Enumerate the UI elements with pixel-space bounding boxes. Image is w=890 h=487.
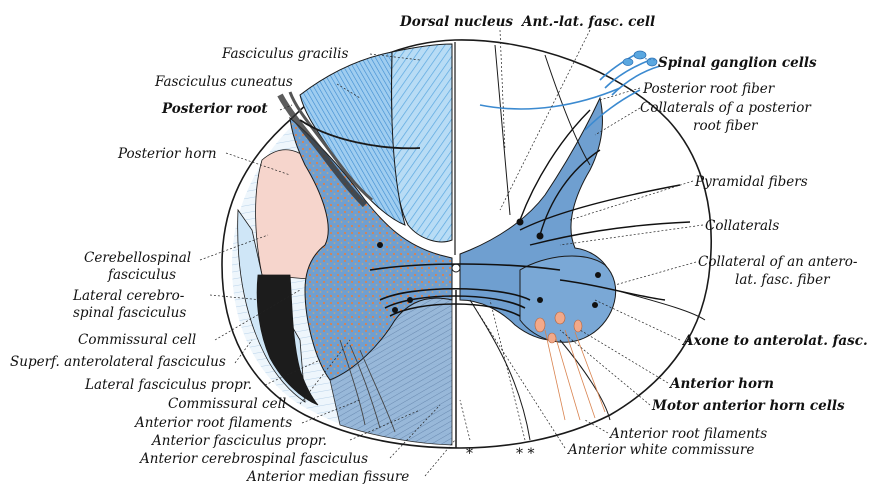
anterior-column-left bbox=[329, 297, 453, 446]
label-collateral-anterolat-1: Collateral of an antero- bbox=[698, 254, 858, 270]
label-spinal-ganglion-cells: Spinal ganglion cells bbox=[658, 55, 817, 71]
label-anterior-median-fissure: Anterior median fissure bbox=[245, 469, 409, 485]
motor-cells bbox=[534, 311, 583, 344]
label-lateral-fasciculus-propr: Lateral fasciculus propr. bbox=[84, 377, 252, 393]
label-posterior-horn: Posterior horn bbox=[117, 146, 217, 162]
right-cells bbox=[377, 218, 601, 313]
label-cerebellospinal-1: Cerebellospinal bbox=[84, 250, 191, 266]
label-motor-anterior-horn-cells: Motor anterior horn cells bbox=[651, 398, 845, 414]
label-anterior-root-filaments-left: Anterior root filaments bbox=[133, 415, 292, 431]
label-posterior-root: Posterior root bbox=[161, 101, 268, 117]
labels: Dorsal nucleus Ant.-lat. fasc. cell Fasc… bbox=[10, 14, 868, 485]
posterior-root-bundle bbox=[277, 91, 421, 208]
label-axone-to-anterolat: Axone to anterolat. fasc. bbox=[681, 333, 868, 349]
leader-lines bbox=[199, 29, 704, 477]
label-lateral-cerebrospinal-1: Lateral cerebro- bbox=[72, 288, 185, 304]
label-commissural-cell-lower: Commissural cell bbox=[168, 396, 286, 412]
label-star-single: * bbox=[466, 446, 473, 462]
label-ant-lat-fasc-cell: Ant.-lat. fasc. cell bbox=[520, 14, 655, 30]
label-collaterals-posterior-1: Collaterals of a posterior bbox=[640, 100, 812, 116]
label-fasciculus-cuneatus: Fasciculus cuneatus bbox=[154, 74, 293, 90]
label-anterior-fasciculus-propr: Anterior fasciculus propr. bbox=[150, 433, 327, 449]
label-anterior-cerebrospinal: Anterior cerebrospinal fasciculus bbox=[138, 451, 368, 467]
commissure-fibers bbox=[369, 263, 561, 317]
label-pyramidal-fibers: Pyramidal fibers bbox=[694, 174, 808, 190]
label-collaterals: Collaterals bbox=[705, 218, 779, 234]
lateral-cerebrospinal-region bbox=[256, 274, 319, 406]
central-canal bbox=[451, 263, 461, 273]
label-anterior-root-filaments-right: Anterior root filaments bbox=[608, 426, 767, 442]
label-superf-anterolateral: Superf. anterolateral fasciculus bbox=[10, 354, 226, 370]
right-column-lines bbox=[469, 44, 706, 441]
label-fasciculus-gracilis: Fasciculus gracilis bbox=[221, 46, 348, 62]
label-star-double: * * bbox=[516, 446, 534, 462]
label-collateral-anterolat-2: lat. fasc. fiber bbox=[735, 272, 831, 288]
anterior-root-filaments-right-lines bbox=[544, 329, 606, 421]
label-anterior-horn: Anterior horn bbox=[668, 376, 774, 392]
label-lateral-cerebrospinal-2: spinal fasciculus bbox=[73, 305, 186, 321]
right-fibers bbox=[519, 109, 691, 301]
label-cerebellospinal-2: fasciculus bbox=[107, 267, 176, 283]
label-dorsal-nucleus: Dorsal nucleus bbox=[399, 14, 513, 30]
label-anterior-white-commissure: Anterior white commissure bbox=[566, 442, 754, 458]
label-collaterals-posterior-2: root fiber bbox=[693, 118, 759, 134]
label-posterior-root-fiber: Posterior root fiber bbox=[642, 81, 776, 97]
label-commissural-cell-left: Commissural cell bbox=[78, 332, 196, 348]
